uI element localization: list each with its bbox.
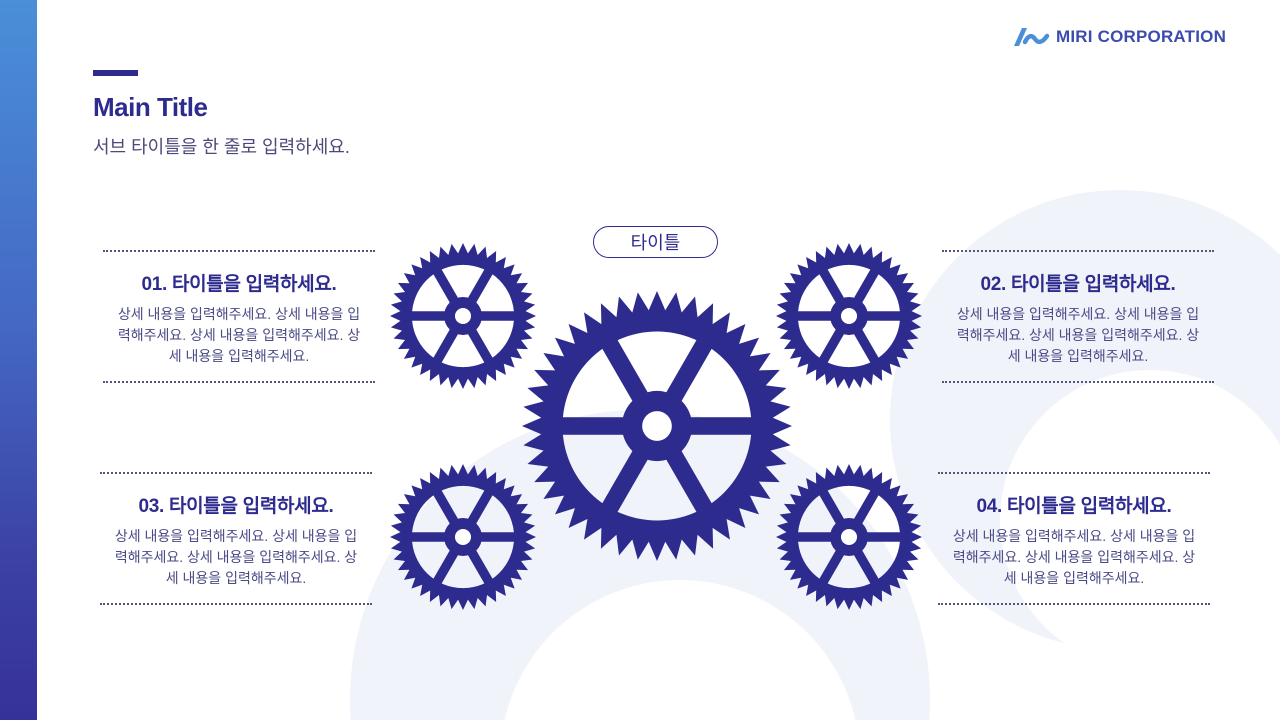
card-title: 02. 타이틀을 입력하세요.: [980, 274, 1176, 295]
card-01: 01. 타이틀을 입력하세요. 상세 내용을 입력해주세요. 상세 내용을 입력…: [103, 250, 375, 383]
card-title: 01. 타이틀을 입력하세요.: [141, 274, 337, 295]
divider-top: [103, 250, 375, 252]
brand-name: MIRI CORPORATION: [1056, 27, 1227, 46]
gear-icon-center: [522, 291, 792, 561]
card-title: 04. 타이틀을 입력하세요.: [976, 496, 1172, 517]
center-title-label: 타이틀: [630, 233, 681, 253]
brand-logo: MIRI CORPORATION: [1012, 26, 1226, 48]
divider-top: [942, 250, 1214, 252]
divider-bottom: [942, 381, 1214, 383]
center-title-pill: 타이틀: [593, 226, 718, 258]
card-04: 04. 타이틀을 입력하세요. 상세 내용을 입력해주세요. 상세 내용을 입력…: [938, 472, 1210, 605]
side-gradient-bar: [0, 0, 37, 720]
divider-top: [100, 472, 372, 474]
card-body: 상세 내용을 입력해주세요. 상세 내용을 입력해주세요. 상세 내용을 입력해…: [117, 306, 361, 364]
gear-icon-top-right: [776, 243, 922, 389]
title-accent-bar: [93, 70, 138, 76]
gear-icon-bottom-left: [390, 464, 536, 610]
page-title: Main Title: [93, 92, 208, 122]
gear-icon-top-left: [390, 243, 536, 389]
card-body: 상세 내용을 입력해주세요. 상세 내용을 입력해주세요. 상세 내용을 입력해…: [114, 528, 358, 586]
divider-bottom: [938, 603, 1210, 605]
card-body: 상세 내용을 입력해주세요. 상세 내용을 입력해주세요. 상세 내용을 입력해…: [952, 528, 1196, 586]
divider-top: [938, 472, 1210, 474]
wave-logo-icon: [1014, 28, 1050, 46]
divider-bottom: [100, 603, 372, 605]
divider-bottom: [103, 381, 375, 383]
page-subtitle: 서브 타이틀을 한 줄로 입력하세요.: [93, 137, 350, 157]
card-title: 03. 타이틀을 입력하세요.: [138, 496, 334, 517]
card-03: 03. 타이틀을 입력하세요. 상세 내용을 입력해주세요. 상세 내용을 입력…: [100, 472, 372, 605]
card-body: 상세 내용을 입력해주세요. 상세 내용을 입력해주세요. 상세 내용을 입력해…: [956, 306, 1200, 364]
card-02: 02. 타이틀을 입력하세요. 상세 내용을 입력해주세요. 상세 내용을 입력…: [942, 250, 1214, 383]
gear-icon-bottom-right: [776, 464, 922, 610]
